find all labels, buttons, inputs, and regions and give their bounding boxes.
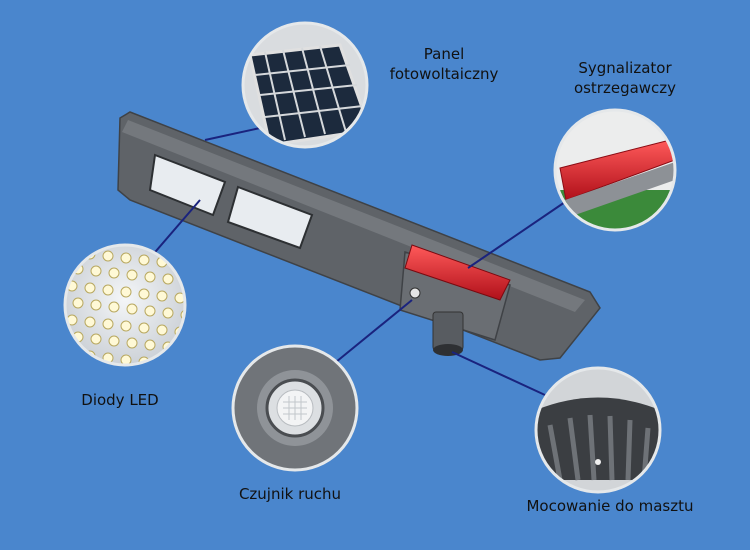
led-chip	[102, 318, 114, 330]
led-chip	[126, 303, 138, 315]
led-chip	[144, 271, 156, 283]
led-chip	[90, 333, 102, 345]
warning-light	[404, 244, 511, 301]
led-chip	[90, 265, 102, 277]
led-chip	[162, 307, 174, 319]
led-chip	[156, 358, 168, 365]
led-chip	[102, 284, 114, 296]
led-chip	[120, 252, 132, 264]
led-chip	[120, 354, 132, 365]
warning-light-detail	[553, 108, 677, 232]
led-chip	[174, 258, 185, 270]
label-motion-sensor: Czujnik ruchu	[238, 485, 342, 503]
led-chip	[66, 246, 78, 258]
label-warning-light: Sygnalizator ostrzegawczy	[560, 58, 690, 98]
led-chip	[108, 267, 120, 279]
led-chip	[126, 269, 138, 281]
leader-signal	[467, 199, 569, 269]
led-chip	[138, 322, 150, 334]
led-chip	[66, 348, 78, 360]
led-chip	[102, 250, 114, 262]
leader-mount	[451, 351, 546, 396]
leader-panel	[204, 127, 261, 141]
led-chip	[108, 301, 120, 313]
street-lamp	[117, 111, 601, 361]
led-chip	[156, 290, 168, 302]
led-chip	[174, 360, 185, 365]
led-detail	[63, 243, 187, 367]
led-chip	[144, 305, 156, 317]
solar-panel-detail	[241, 21, 369, 149]
led-chip	[162, 273, 174, 285]
led-chip	[174, 292, 185, 304]
led-chip	[156, 324, 168, 336]
led-chip	[72, 297, 84, 309]
motion-sensor-dot	[409, 287, 421, 299]
label-led: Diody LED	[81, 391, 159, 409]
led-chip	[108, 335, 120, 347]
pole-mount-detail	[534, 366, 662, 494]
label-solar-panel: Panel fotowoltaiczny	[378, 44, 510, 84]
led-module-1	[148, 153, 227, 217]
led-chip	[138, 288, 150, 300]
led-chip	[84, 282, 96, 294]
led-chip	[90, 299, 102, 311]
label-warning-light-line2: ostrzegawczy	[573, 79, 677, 97]
motion-sensor-detail	[231, 344, 359, 472]
led-chip	[144, 339, 156, 351]
led-module-2	[226, 185, 314, 250]
led-chip	[120, 286, 132, 298]
led-chip	[180, 343, 185, 355]
label-pole-mount: Mocowanie do masztu	[526, 497, 694, 515]
led-chip	[126, 337, 138, 349]
leader-led	[149, 199, 201, 259]
label-warning-light-line1: Sygnalizator	[578, 59, 672, 77]
leader-lines	[149, 127, 569, 396]
label-solar-panel-line1: Panel	[423, 45, 465, 63]
led-chip	[138, 254, 150, 266]
label-solar-panel-line2: fotowoltaiczny	[389, 65, 499, 83]
led-chip	[120, 320, 132, 332]
leader-sensor	[335, 299, 413, 363]
led-chip	[84, 316, 96, 328]
